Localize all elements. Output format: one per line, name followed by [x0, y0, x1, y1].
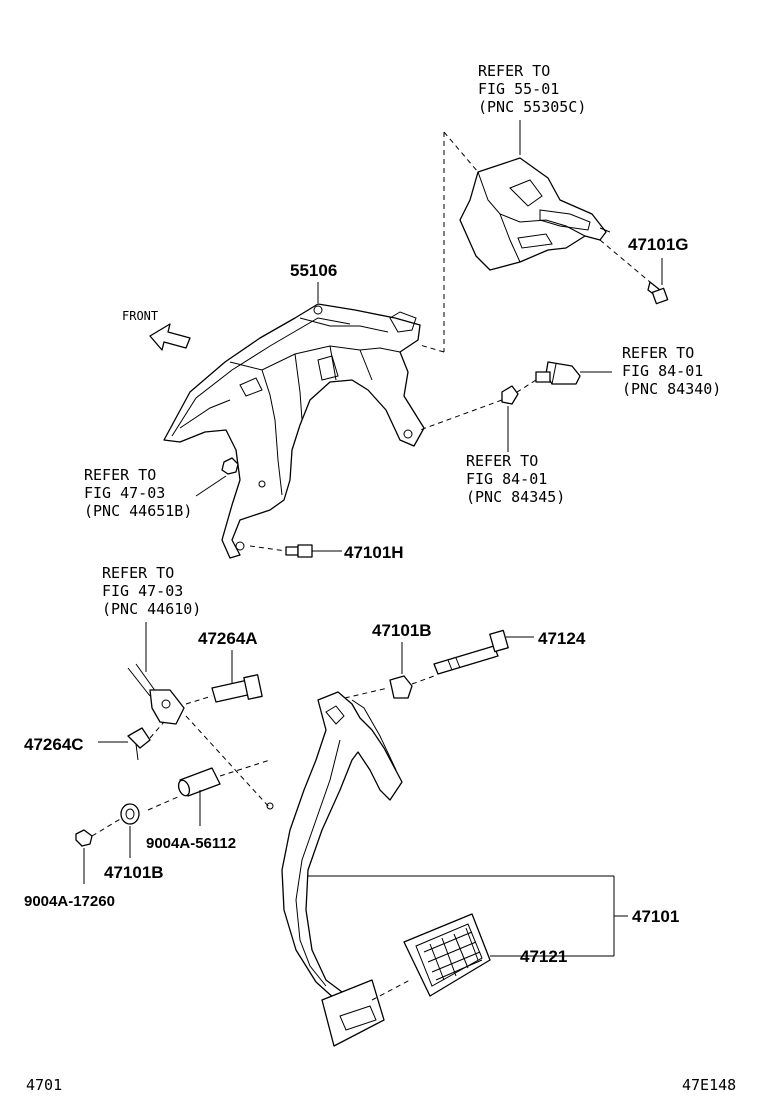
part-label-47124: 47124	[538, 629, 586, 648]
part-label-9004A-56112: 9004A-56112	[146, 835, 236, 852]
part-label-47101B-top: 47101B	[372, 621, 432, 640]
ref-fig84b: REFER TO FIG 84-01 (PNC 84345)	[466, 452, 565, 506]
svg-text:(PNC 55305C): (PNC 55305C)	[478, 98, 586, 116]
footer-left: 4701	[26, 1076, 62, 1094]
svg-text:FIG 47-03: FIG 47-03	[102, 582, 183, 600]
footer-right: 47E148	[682, 1076, 736, 1094]
ref-fig55: REFER TO FIG 55-01 (PNC 55305C)	[478, 62, 586, 116]
svg-text:REFER TO: REFER TO	[466, 452, 538, 470]
svg-text:FIG 84-01: FIG 84-01	[466, 470, 547, 488]
retaining-clip-47264C	[127, 727, 151, 761]
part-label-47121: 47121	[520, 947, 567, 966]
part-label-47101: 47101	[632, 907, 679, 926]
switch-clip	[501, 385, 519, 405]
pedal-pad-47121	[403, 913, 491, 997]
bushing-47101B-bottom	[120, 803, 140, 825]
collar-9004A-56112	[177, 767, 221, 797]
svg-text:REFER TO: REFER TO	[478, 62, 550, 80]
front-label: FRONT	[122, 309, 158, 323]
push-rod-clevis	[127, 663, 185, 725]
part-label-55106: 55106	[290, 261, 337, 280]
svg-text:(PNC 84345): (PNC 84345)	[466, 488, 565, 506]
bushing-47101B-top	[389, 675, 413, 699]
svg-text:(PNC 44610): (PNC 44610)	[102, 600, 201, 618]
part-label-47101H: 47101H	[344, 543, 404, 562]
svg-text:FIG 84-01: FIG 84-01	[622, 362, 703, 380]
svg-text:REFER TO: REFER TO	[102, 564, 174, 582]
part-label-47101G: 47101G	[628, 235, 689, 254]
svg-text:FIG 55-01: FIG 55-01	[478, 80, 559, 98]
svg-text:(PNC 84340): (PNC 84340)	[622, 380, 721, 398]
ref-fig47a: REFER TO FIG 47-03 (PNC 44651B)	[84, 466, 192, 520]
bolt-47101G	[647, 281, 669, 305]
nut-44651B	[221, 457, 239, 475]
stop-lamp-switch	[535, 361, 581, 385]
svg-text:FIG 47-03: FIG 47-03	[84, 484, 165, 502]
pedal-pad-base	[321, 979, 385, 1047]
clevis-pin-47264A	[211, 674, 263, 703]
part-label-47264C: 47264C	[24, 735, 84, 754]
nut-9004A-17260	[75, 829, 93, 847]
svg-text:REFER TO: REFER TO	[622, 344, 694, 362]
svg-text:REFER TO: REFER TO	[84, 466, 156, 484]
ref-fig47b: REFER TO FIG 47-03 (PNC 44610)	[102, 564, 201, 618]
brake-pedal-arm	[266, 691, 403, 1013]
svg-text:(PNC 44651B): (PNC 44651B)	[84, 502, 192, 520]
cover-bracket-part	[459, 157, 611, 271]
front-arrow-icon	[149, 323, 191, 351]
part-label-47264A: 47264A	[198, 629, 258, 648]
pedal-bracket-part	[163, 303, 425, 559]
part-label-47101B-bottom: 47101B	[104, 863, 164, 882]
pivot-bolt-47124	[433, 629, 509, 675]
part-label-9004A-17260: 9004A-17260	[24, 893, 115, 910]
ref-fig84a: REFER TO FIG 84-01 (PNC 84340)	[622, 344, 721, 398]
bolt-47101H	[285, 544, 313, 558]
